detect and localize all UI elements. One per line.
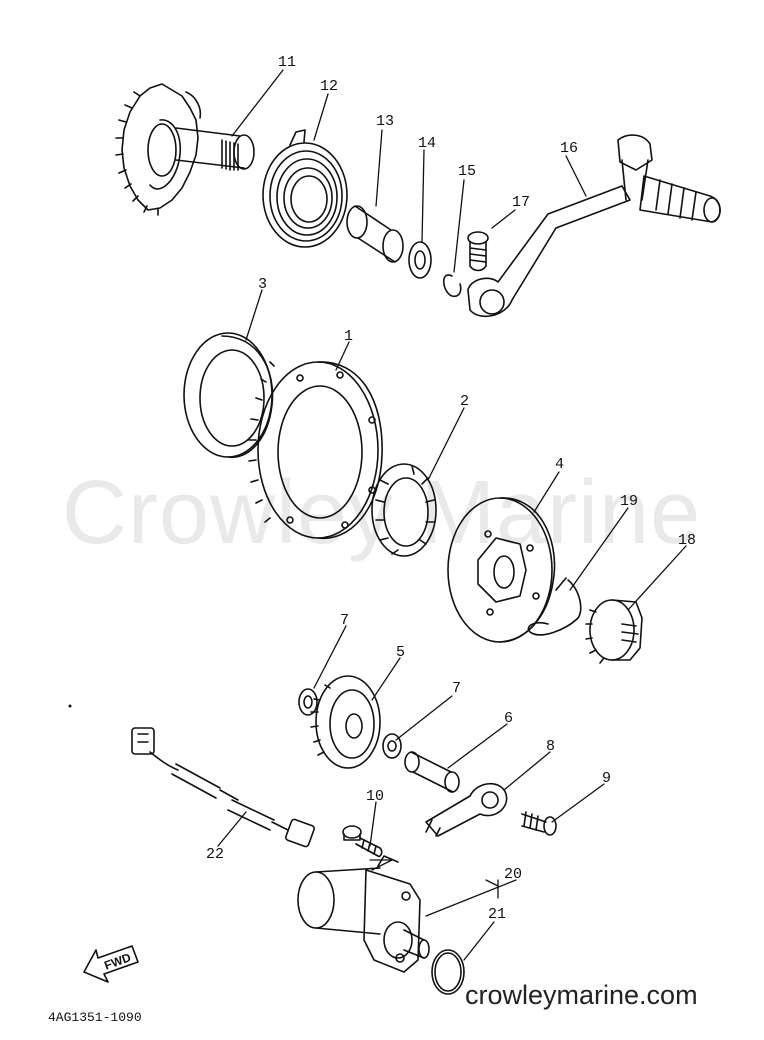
- part-bolt-17: [467, 231, 489, 272]
- part-ring-3: [183, 332, 274, 459]
- part-bolt-10: [342, 825, 383, 858]
- part-idler-shaft: [404, 751, 460, 793]
- callout-2: 2: [460, 393, 469, 410]
- part-bracket: [425, 782, 508, 837]
- part-kick-crank: [467, 134, 721, 318]
- part-return-spring: [262, 129, 348, 248]
- callout-17: 17: [512, 194, 530, 211]
- callout-6: 6: [504, 710, 513, 727]
- part-ring-gear: [248, 361, 383, 540]
- part-clutch-plate: [447, 497, 556, 643]
- callout-13: 13: [376, 113, 394, 130]
- leader-lines: [217, 69, 687, 961]
- part-washer-14: [408, 241, 432, 279]
- stray-dot: [68, 704, 72, 708]
- callout-20: 20: [504, 866, 522, 883]
- part-o-ring: [431, 949, 465, 995]
- callout-21: 21: [488, 906, 506, 923]
- callout-3: 3: [258, 276, 267, 293]
- callout-22: 22: [206, 846, 224, 863]
- callout-5: 5: [396, 644, 405, 661]
- callout-19: 19: [620, 493, 638, 510]
- callout-15: 15: [458, 163, 476, 180]
- callout-7a: 7: [340, 612, 349, 629]
- callout-16: 16: [560, 140, 578, 157]
- callout-11: 11: [278, 54, 296, 71]
- callout-numbers: 11 12 13 14 15 16 17 3 1 2 4 19 18 7 5 7…: [206, 54, 696, 923]
- fwd-arrow: FWD: [83, 945, 139, 983]
- callout-8: 8: [546, 738, 555, 755]
- part-wire-clip: [527, 577, 582, 636]
- part-washer-7b: [382, 733, 402, 759]
- callout-18: 18: [678, 532, 696, 549]
- part-collar: [346, 205, 404, 263]
- callout-14: 14: [418, 135, 436, 152]
- part-starter-motor: [297, 855, 430, 973]
- part-washer-7a: [298, 688, 318, 716]
- part-pinion-gear: [585, 599, 643, 664]
- callout-1: 1: [344, 328, 353, 345]
- callout-4: 4: [555, 456, 564, 473]
- part-circlip-15: [442, 274, 462, 298]
- callout-7b: 7: [452, 680, 461, 697]
- part-lead-wire: [131, 727, 315, 848]
- part-idler-gear: [310, 675, 381, 769]
- part-one-way-clutch: [371, 463, 437, 557]
- part-screw-9: [521, 811, 557, 836]
- part-kick-shaft-gear: [115, 83, 255, 216]
- site-label: crowleymarine.com: [465, 980, 698, 1010]
- drawing-code: 4AG1351-1090: [48, 1010, 142, 1025]
- callout-12: 12: [320, 78, 338, 95]
- callout-9: 9: [602, 770, 611, 787]
- callout-10: 10: [366, 788, 384, 805]
